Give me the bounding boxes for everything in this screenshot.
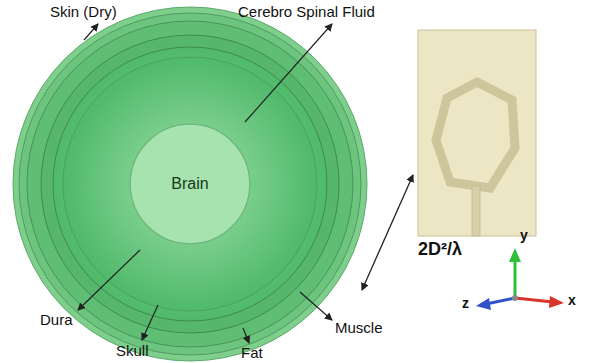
layer-label: Skull <box>116 343 149 360</box>
region-label: Brain <box>171 175 208 193</box>
z-axis-head <box>476 298 491 310</box>
x-axis <box>515 298 553 302</box>
dura-layer <box>53 47 327 321</box>
antenna-ring <box>436 82 515 188</box>
csf-layer <box>63 57 317 311</box>
antenna-substrate <box>418 30 536 236</box>
leader-line <box>84 24 98 40</box>
antenna-feed <box>472 186 480 236</box>
skin-layer <box>13 7 367 361</box>
x-axis-head <box>549 296 564 308</box>
leader-line <box>243 328 249 343</box>
leader-line <box>245 24 332 122</box>
leader-line <box>142 305 158 340</box>
z-axis <box>486 298 515 304</box>
distance-arrow <box>362 175 413 290</box>
leader-line <box>300 292 332 320</box>
axis-label: y <box>520 228 528 243</box>
leader-line <box>78 250 140 310</box>
muscle-layer <box>27 21 353 347</box>
layer-label: Fat <box>241 345 263 362</box>
brain-circle <box>130 124 250 244</box>
axis-label: z <box>462 296 469 311</box>
layer-label: Muscle <box>335 320 383 337</box>
layer-label: Dura <box>40 312 73 329</box>
brain-region: Brain <box>129 123 251 245</box>
axis-origin <box>512 295 518 301</box>
layer-label: Cerebro Spinal Fluid <box>238 4 375 21</box>
skull-layer <box>41 35 339 333</box>
y-axis <box>514 258 517 298</box>
layer-label: Skin (Dry) <box>50 4 117 21</box>
fat-layer <box>19 13 361 355</box>
y-axis-head <box>509 248 521 262</box>
distance-label: 2D²/λ <box>418 240 462 260</box>
axis-label: x <box>568 293 576 308</box>
